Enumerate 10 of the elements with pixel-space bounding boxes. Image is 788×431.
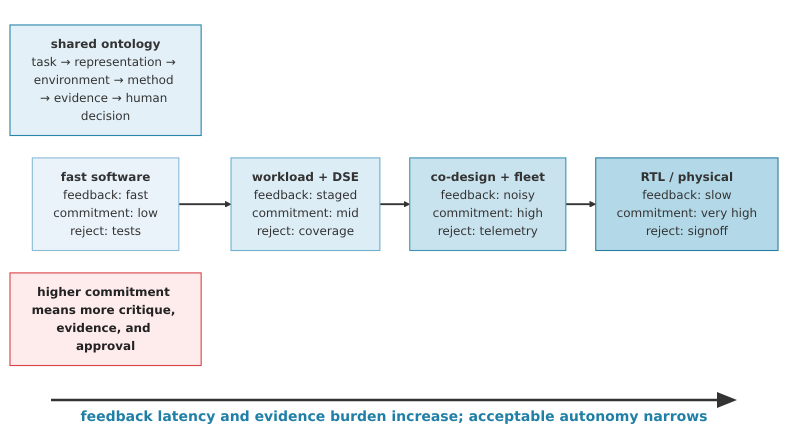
node-box: workload + DSE feedback: staged commitment: mid reject: coverage [230,158,380,252]
node-box: fast software feedback: fast commitment: low reject: tests [32,158,180,252]
arrow [380,201,410,208]
node-box: shared ontology task → representation → environment → method → evidence → human decision [9,24,202,136]
arrow [178,201,232,208]
arrow [566,201,596,208]
node-box: co-design + fleet feedback: noisy commitment: high reject: telemetry [409,158,566,252]
axis-caption: feedback latency and evidence burden increase; acceptable autonomy narrows [80,409,708,425]
node-box: higher commitment means more critique, evidence, and approval [9,272,202,366]
node-box: RTL / physical feedback: slow commitment: very high reject: signoff [595,158,779,252]
